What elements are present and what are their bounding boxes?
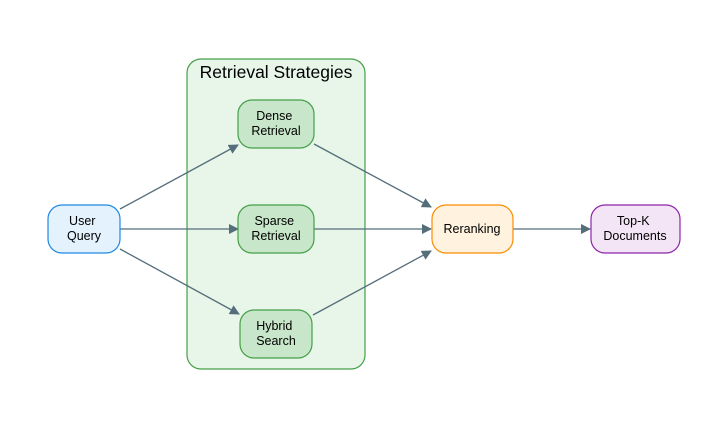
- node-hybrid-search: Hybrid Search: [239, 309, 313, 359]
- node-user-query: User Query: [47, 204, 121, 254]
- edge-query-to-dense: [119, 144, 239, 210]
- cluster-title: Retrieval Strategies: [200, 62, 353, 82]
- node-reranking: Reranking: [431, 204, 514, 254]
- node-dense-retrieval-label: Dense Retrieval: [251, 109, 300, 138]
- node-user-query-label: User Query: [67, 214, 102, 243]
- node-dense-retrieval: Dense Retrieval: [237, 99, 315, 149]
- node-sparse-retrieval: Sparse Retrieval: [237, 204, 315, 254]
- node-sparse-retrieval-label: Sparse Retrieval: [251, 214, 300, 243]
- edge-hybrid-to-reranking: [312, 250, 432, 316]
- edges: [119, 143, 591, 316]
- edge-dense-to-reranking: [313, 143, 432, 208]
- node-hybrid-search-label: Hybrid Search: [256, 319, 296, 348]
- edge-query-to-hybrid: [119, 248, 240, 315]
- node-reranking-label: Reranking: [444, 222, 501, 236]
- node-top-k-documents-label: Top-K Documents: [603, 214, 666, 243]
- node-top-k-documents: Top-K Documents: [590, 204, 681, 254]
